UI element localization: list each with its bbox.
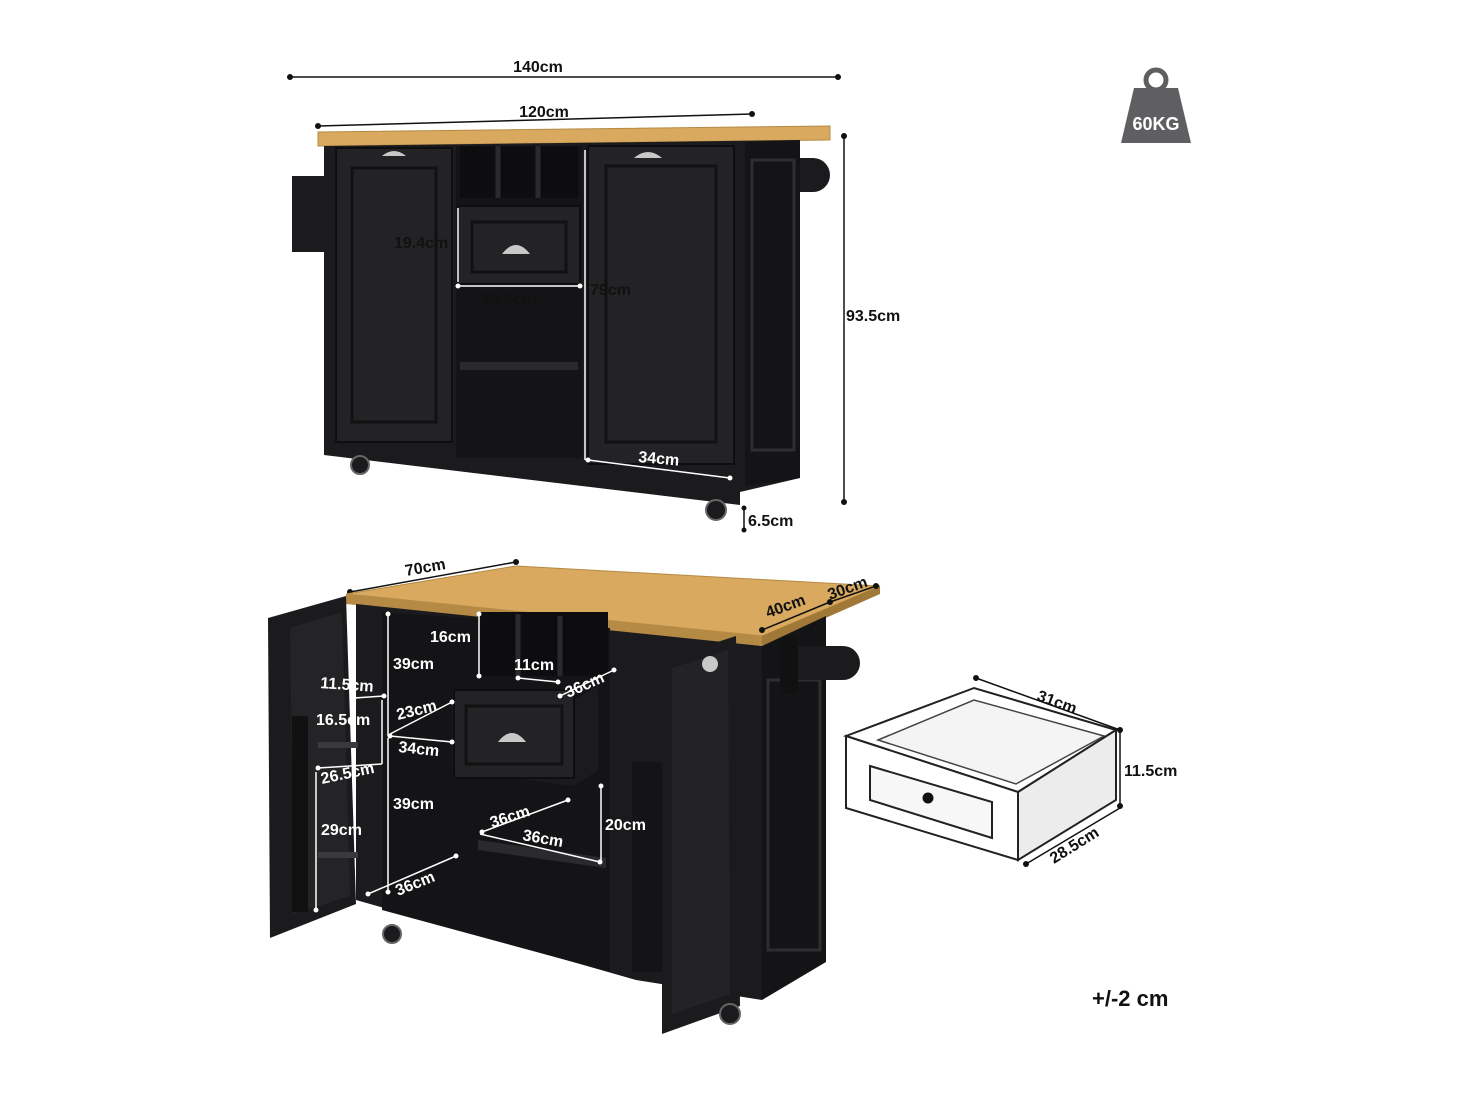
drawer-box-width-dimension: 34cm (387, 733, 455, 760)
drawer-detail-interior (875, 699, 1106, 785)
drawer-detail-side (1017, 728, 1117, 862)
top-width-label: 120cm (519, 104, 569, 121)
cubby-height-dimension: 16cm (430, 611, 482, 679)
front-left-caster-icon (350, 455, 370, 475)
height-label: 93.5cm (846, 308, 900, 325)
open-drawer (452, 686, 598, 786)
overall-width-dimension: 140cm (287, 59, 841, 80)
cubby-height-label: 16cm (430, 629, 471, 646)
open-cabinet-side (762, 616, 826, 1000)
middle-shelf-height-label: 20cm (605, 817, 646, 834)
lower-shelf-height-dimension: 39cm (385, 738, 434, 895)
drawer-detail-height-label: 11.5cm (1124, 763, 1177, 780)
open-view: 70cm 40cm 30cm (268, 556, 881, 1034)
cubby-width-dimension: 11cm (514, 657, 561, 685)
caster-height-dimension: 6.5cm (741, 505, 793, 533)
upper-shelf-height-label: 39cm (393, 656, 434, 673)
weight-icon (1121, 67, 1191, 143)
open-right-caster-icon (719, 1003, 741, 1025)
door-shelf-gap-dimension: 11.5cm (320, 675, 387, 701)
open-drawer-handle-icon (498, 733, 526, 742)
door-shelf-gap-label: 11.5cm (320, 675, 374, 696)
cabinet-side-panel (745, 140, 800, 486)
drawer-width-label: 35.2cm (482, 291, 536, 308)
door-lower-height-dimension: 29cm (313, 772, 362, 913)
door-rail-height-label: 16.5cm (316, 712, 370, 729)
drawer-height-label: 19.4cm (394, 235, 448, 252)
drawer-box-width-label: 34cm (398, 739, 440, 760)
top-width-dimension: 120cm (315, 104, 755, 129)
drawer-height-dimension: 19.4cm (394, 208, 459, 282)
drawer-width-dimension: 35.2cm (455, 283, 583, 308)
open-left-caster-icon (382, 924, 402, 944)
door-lower-height-label: 29cm (321, 822, 362, 839)
upper-shelf-height-dimension: 39cm (385, 611, 434, 736)
door-rail-height-dimension: 16.5cm (316, 700, 383, 764)
side-rack (292, 176, 324, 252)
drawer-handle-icon (502, 245, 530, 254)
cubby-width-label: 11cm (514, 657, 554, 674)
middle-shelf-height-dimension: 20cm (598, 783, 646, 862)
worktop (317, 125, 831, 147)
drawer-detail-knob-icon (922, 792, 934, 804)
right-door-handle-icon (634, 152, 662, 158)
drawer-detail-height-dimension: 11.5cm (1117, 732, 1177, 809)
weight-label: 60KG (1132, 114, 1179, 134)
lower-shelf-height-label: 39cm (393, 796, 434, 813)
overall-width-label: 140cm (513, 59, 563, 76)
front-view: 140cm 120cm (287, 59, 900, 533)
inner-height-label: 79cm (590, 282, 631, 299)
door-width-label: 34cm (638, 449, 680, 470)
tolerance-note: +/-2 cm (1092, 986, 1168, 1011)
depth-label: 70cm (404, 556, 447, 580)
right-door (587, 145, 735, 465)
open-towel-bar (780, 636, 860, 694)
caster-height-label: 6.5cm (748, 513, 793, 530)
open-middle-shelf (478, 840, 606, 868)
left-door (335, 147, 453, 443)
left-door-handle-icon (382, 151, 406, 156)
middle-shelf-depth-b-label: 36cm (521, 827, 564, 851)
weight-badge: 60KG (1121, 67, 1191, 143)
inner-height-dimension: 79cm (584, 150, 631, 460)
drawer-detail: 31cm 11.5cm 28.5cm (842, 675, 1177, 867)
right-open-door-knob-icon (702, 656, 718, 672)
middle-shelf (460, 362, 578, 370)
door-width-dimension: 34cm (585, 449, 733, 481)
height-dimension: 93.5cm (841, 133, 900, 505)
front-right-caster-icon (705, 499, 727, 521)
